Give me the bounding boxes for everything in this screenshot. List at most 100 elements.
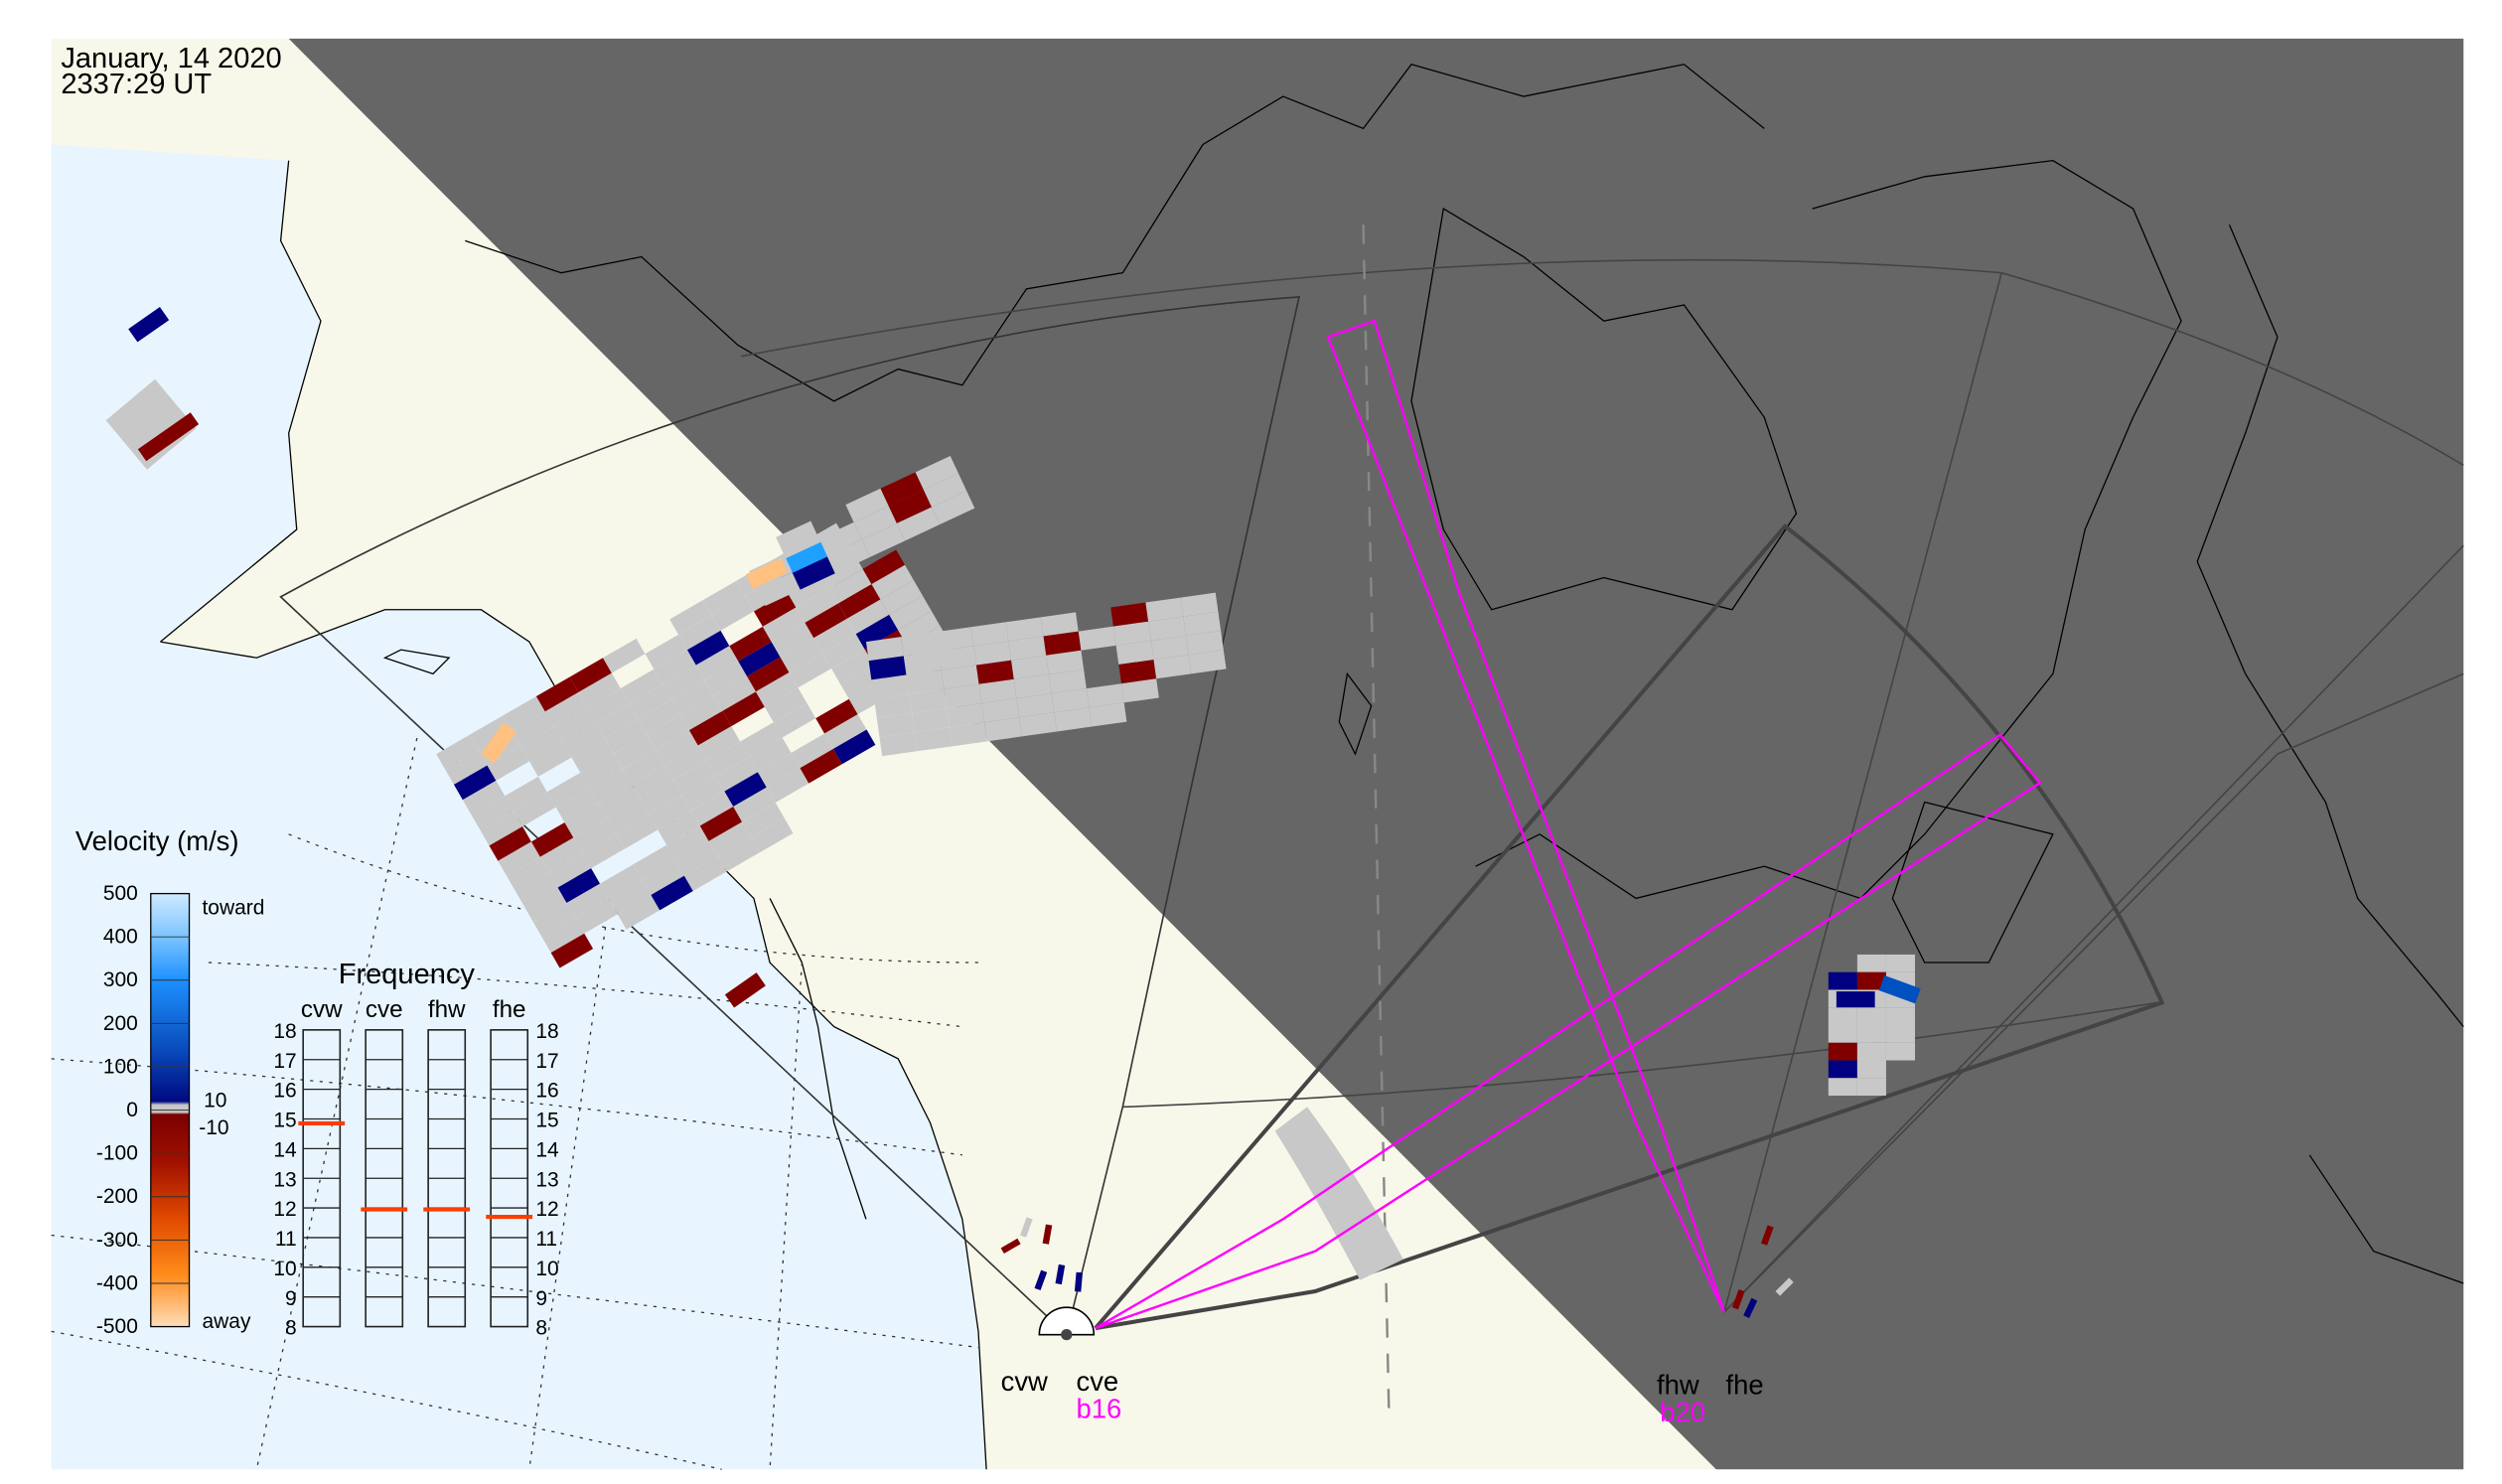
scatter-cell xyxy=(622,749,665,785)
velocity-tick-label: 500 xyxy=(103,882,138,905)
scatter-cell xyxy=(880,580,923,615)
scatter-cell xyxy=(1856,1007,1886,1026)
scatter-cell xyxy=(695,646,739,681)
scatter-cell xyxy=(1051,688,1090,713)
scatter-cell xyxy=(669,600,712,635)
scatter-cell xyxy=(555,788,599,823)
velocity-tick-label: -400 xyxy=(96,1271,138,1294)
scatter-cell xyxy=(780,638,823,673)
scatter-cell xyxy=(480,811,523,846)
frequency-tick-left: 12 xyxy=(273,1198,296,1221)
scatter-cell xyxy=(557,868,601,903)
scatter-cell xyxy=(541,918,585,954)
scatter-cell xyxy=(1856,1078,1886,1097)
scatter-cell xyxy=(514,792,556,827)
scatter-cell xyxy=(713,676,756,711)
scatter-cell xyxy=(903,651,942,675)
scatter-cell xyxy=(724,772,767,808)
scatter-cell xyxy=(633,844,676,880)
scatter-cell xyxy=(569,658,612,692)
scatter-cell xyxy=(1054,707,1093,732)
scatter-cell xyxy=(1046,650,1085,674)
site-label-cvw: cvw xyxy=(1001,1366,1048,1397)
velocity-legend-title: Velocity (m/s) xyxy=(75,825,239,856)
scatter-cell xyxy=(861,522,906,557)
scatter-cell xyxy=(706,741,750,777)
scatter-cell xyxy=(1042,1224,1053,1245)
beam-b16 xyxy=(1095,733,2042,1330)
fov-cve xyxy=(1094,523,2165,1331)
scatter-cell xyxy=(453,765,497,801)
scatter-cell xyxy=(1043,631,1082,656)
scatter-cell xyxy=(1885,1025,1916,1043)
scatter-cell xyxy=(1828,971,1857,990)
scatter-cluster xyxy=(865,592,1227,757)
scatter-cell xyxy=(1005,617,1044,642)
scatter-cell xyxy=(915,455,958,490)
frequency-tick-left: 11 xyxy=(275,1228,297,1251)
scatter-cell xyxy=(889,595,932,631)
scatter-cell xyxy=(800,748,842,784)
scatter-cell xyxy=(1011,655,1049,679)
scatter-cell xyxy=(575,898,618,934)
scatter-cell xyxy=(764,687,808,723)
scatter-cell xyxy=(824,714,867,749)
scatter-cell xyxy=(787,572,830,608)
scatter-cell xyxy=(983,717,1022,742)
scatter-cell xyxy=(1112,621,1151,646)
scatter-cell xyxy=(498,841,540,877)
site-cv xyxy=(1038,1306,1096,1341)
scatter-cell xyxy=(481,722,516,764)
scatter-cell xyxy=(822,634,865,669)
scatter-cell xyxy=(629,683,672,719)
scatter-cell xyxy=(535,676,579,712)
coastlines xyxy=(160,64,2464,1470)
scatter-cell xyxy=(805,603,847,639)
scatter-cell xyxy=(1885,1042,1916,1061)
scatter-cell xyxy=(715,756,758,792)
scatter-cell xyxy=(1019,712,1058,737)
scatter-cell xyxy=(789,653,831,688)
scatter-cell xyxy=(640,780,682,816)
scatter-cell xyxy=(604,718,648,754)
scatter-cell xyxy=(515,872,558,907)
scatter-cell xyxy=(606,799,650,834)
scatter-cell xyxy=(679,695,723,731)
scatter-cell xyxy=(1145,597,1184,622)
toward-label: toward xyxy=(202,897,264,920)
scatter-cell xyxy=(1828,1042,1857,1061)
scatter-cell xyxy=(796,588,838,623)
velocity-tick-label: 400 xyxy=(103,926,138,949)
scatter-cell xyxy=(1185,631,1224,656)
fov-cvw xyxy=(279,296,1300,1336)
scatter-cell xyxy=(675,840,718,876)
velocity-tick-label: 100 xyxy=(103,1055,138,1078)
scatter-cell xyxy=(845,488,889,522)
scatter-cell xyxy=(699,807,743,841)
scatter-cell xyxy=(105,378,197,470)
velocity-tick-label: -200 xyxy=(96,1185,138,1208)
scatter-cell xyxy=(436,734,479,770)
scatter-cell xyxy=(600,864,643,899)
scatter-cell xyxy=(738,642,781,677)
scatter-cell xyxy=(1856,1025,1886,1043)
scatter-cell xyxy=(686,630,730,666)
scatter-cell xyxy=(818,521,862,556)
frequency-tick-right: 13 xyxy=(535,1168,558,1191)
scatter-cell xyxy=(690,791,734,826)
fov-fhe-edge xyxy=(1723,672,2464,1313)
scatter-cell xyxy=(932,491,975,525)
scatter-cell xyxy=(751,817,794,853)
scatter-cell xyxy=(662,665,705,700)
scatter-cell xyxy=(137,412,200,462)
fov-inner-arc xyxy=(1122,1001,2157,1109)
scatter-cell xyxy=(681,776,725,812)
frequency-tick-left: 14 xyxy=(273,1138,297,1161)
velocity-tick-label: -300 xyxy=(96,1229,138,1252)
scatter-cell xyxy=(1086,683,1124,708)
velocity-tick-label: -500 xyxy=(96,1315,138,1338)
scatter-cell xyxy=(566,883,609,919)
scatter-cell xyxy=(671,680,714,715)
velocity-tick-label: -100 xyxy=(96,1142,138,1165)
